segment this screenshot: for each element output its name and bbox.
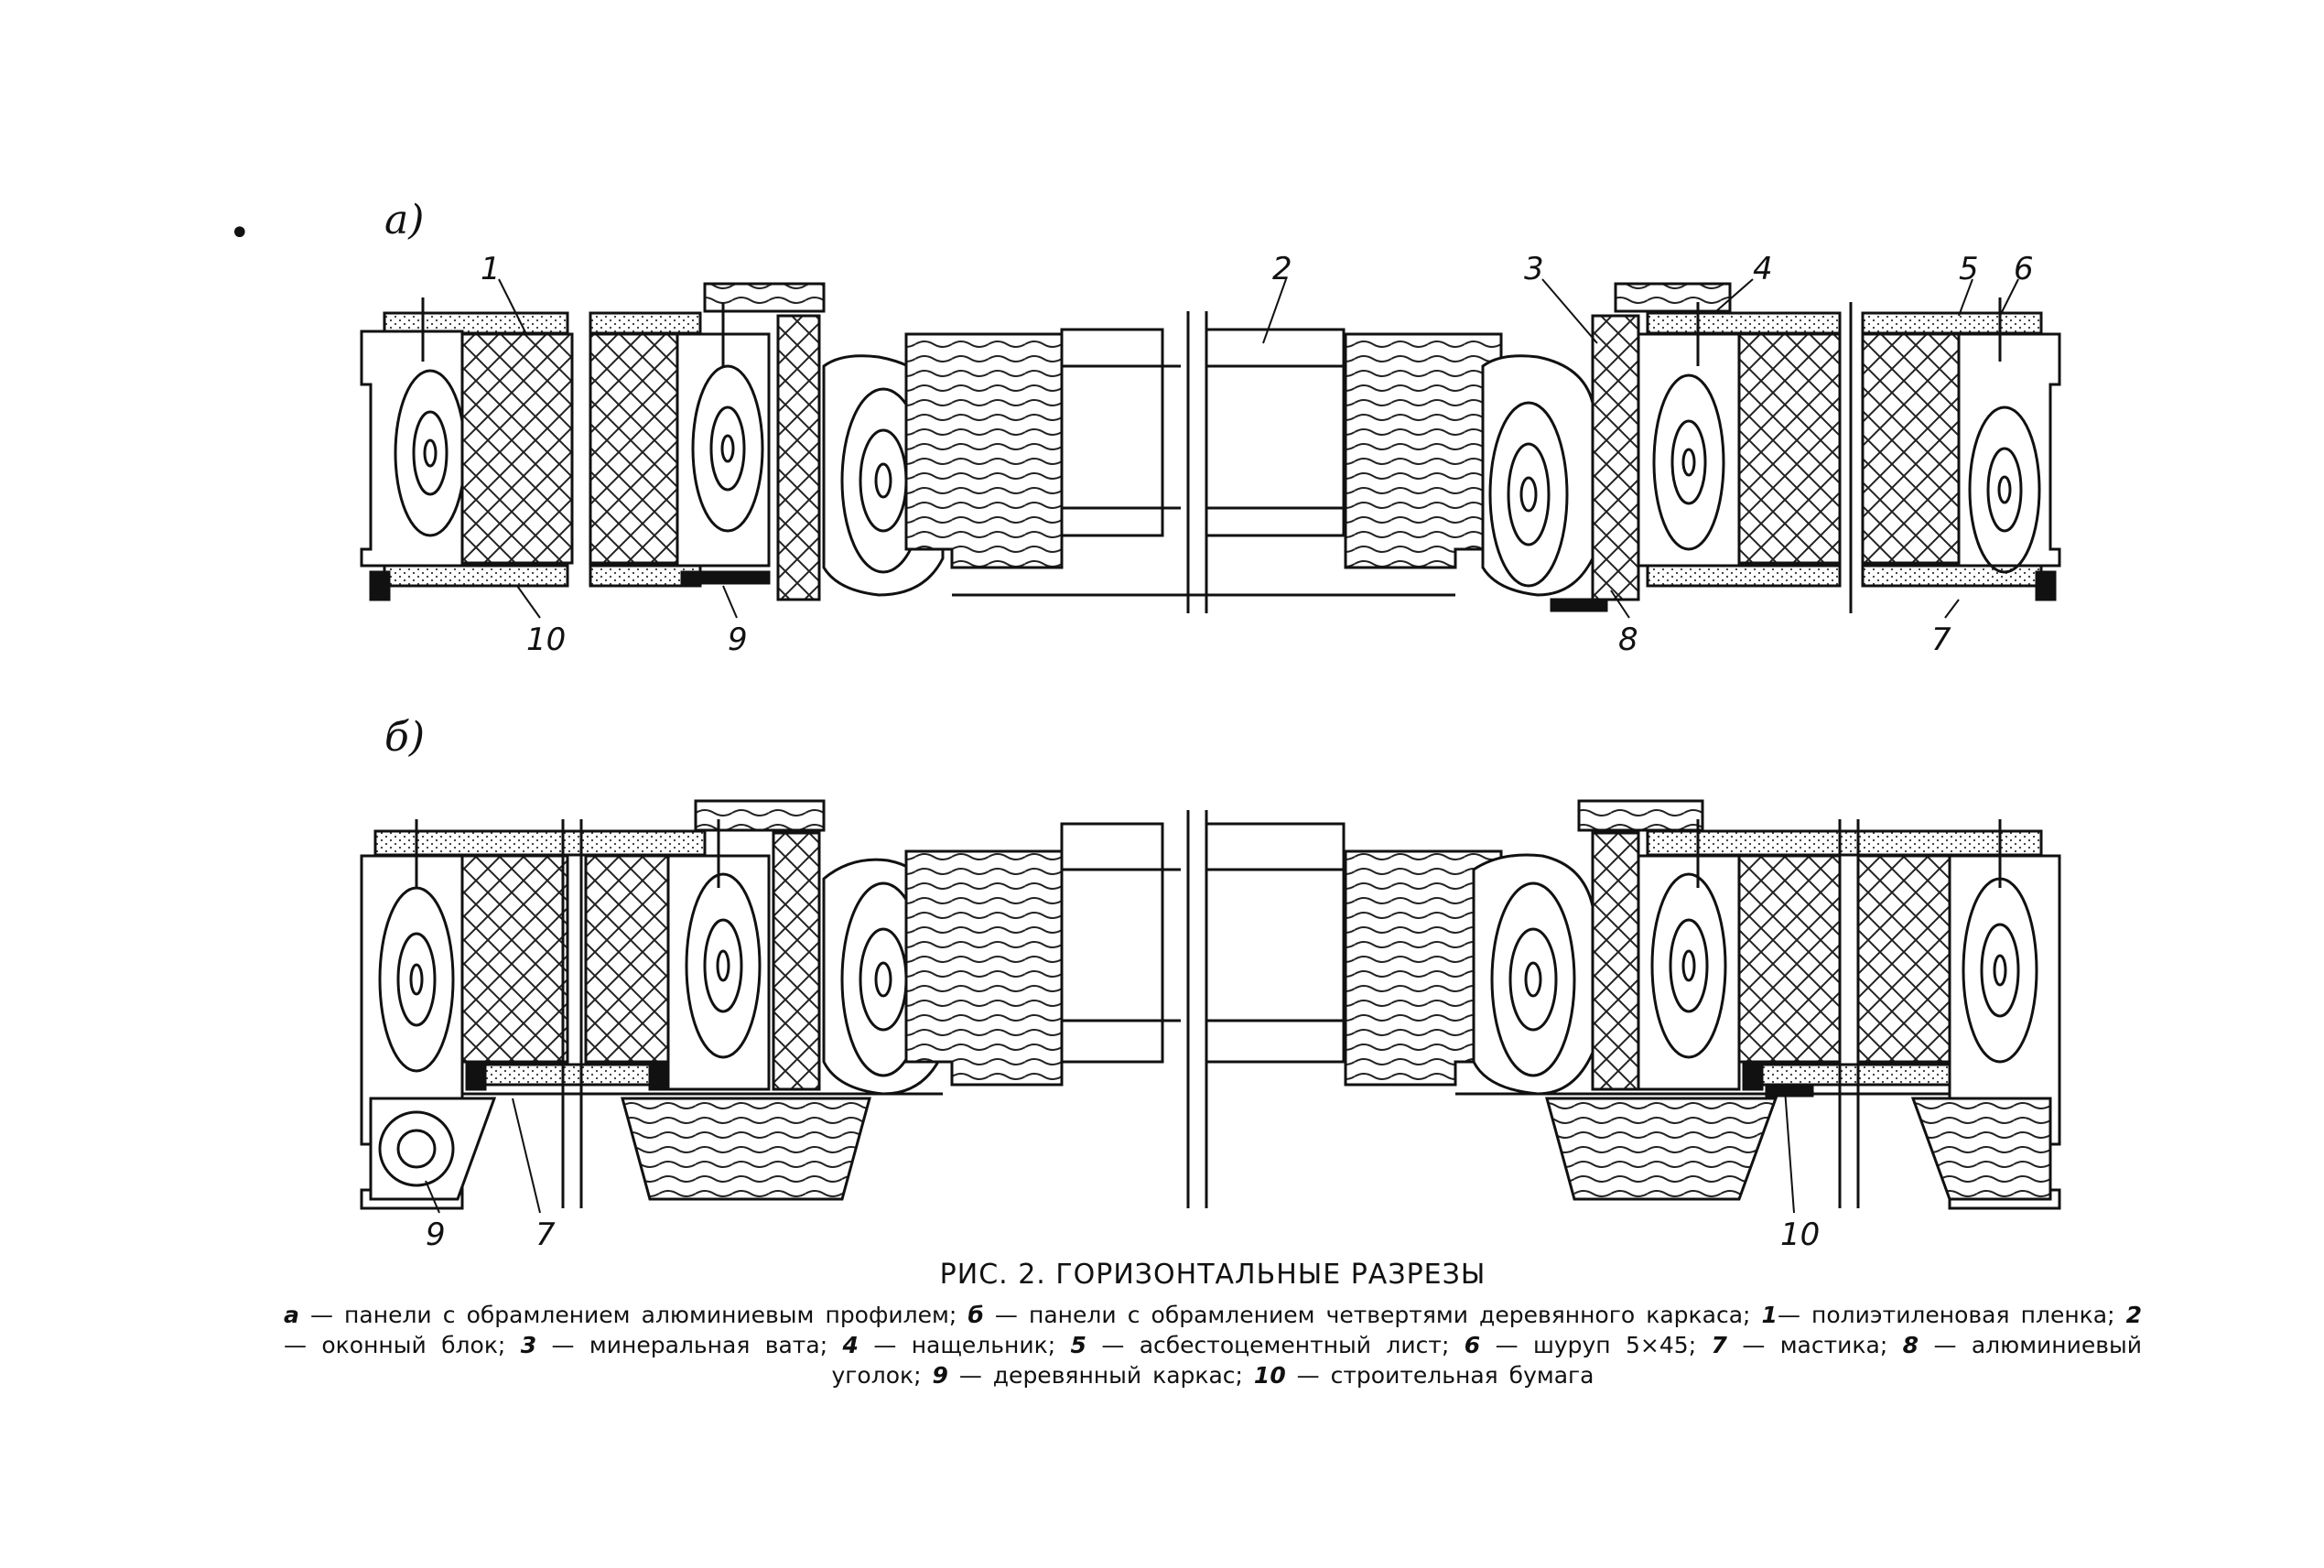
- panel-a-left-group: [360, 282, 945, 601]
- mineral-wool: [776, 314, 821, 601]
- panel-b-left-group: [360, 799, 945, 1210]
- panel-b-leaders: [425, 1088, 1795, 1214]
- callout-9: 9: [426, 1217, 446, 1253]
- callout-5: 5: [1959, 251, 1979, 287]
- panel-b-right-group: [1455, 799, 2061, 1210]
- legend-item-1: 1— полиэтиленовая пленка;: [1761, 1302, 2115, 1328]
- callout-10: 10: [1780, 1217, 1820, 1253]
- figure-caption: РИС. 2. ГОРИЗОНТАЛЬНЫЕ РАЗРЕЗЫ а — панел…: [284, 1259, 2142, 1390]
- batten-strip: [1577, 799, 1704, 832]
- mineral-wool: [460, 332, 574, 565]
- asbestos-sheet-top: [1646, 311, 1842, 335]
- mastic: [465, 1065, 487, 1091]
- asbestos-sheet-bottom: [383, 564, 569, 588]
- alu-profile: [1550, 598, 1608, 612]
- legend-item-3: 3 — минеральная вата;: [520, 1332, 828, 1358]
- mastic: [1742, 1065, 1764, 1091]
- panel-a: а): [360, 197, 2061, 658]
- panel-b-letter: б): [384, 714, 425, 761]
- callout-6: 6: [2014, 251, 2034, 287]
- batten-strip: [1614, 282, 1732, 313]
- alu-profile: [680, 570, 771, 585]
- mineral-wool: [1856, 854, 1951, 1064]
- batten-strip: [703, 282, 826, 313]
- mineral-wool: [1737, 332, 1842, 565]
- legend-item-9: 9 — деревянный каркас;: [932, 1362, 1243, 1389]
- wood-frame-quarter: [369, 1097, 497, 1201]
- asbestos-sheet-top: [1646, 829, 2043, 857]
- legend-item-5: 5 — асбестоцементный лист;: [1070, 1332, 1450, 1358]
- panel-a-right-group: [1481, 282, 2061, 613]
- callout-8: 8: [1618, 622, 1638, 658]
- window-block-b: [904, 810, 1503, 1208]
- window-block-a: [904, 311, 1503, 613]
- legend-item-4: 4 — нащельник;: [842, 1332, 1056, 1358]
- asbestos-sheet-top: [373, 829, 707, 857]
- mineral-wool: [460, 854, 569, 1064]
- mineral-wool: [1861, 332, 1965, 565]
- mineral-wool: [584, 854, 670, 1064]
- callout-1: 1: [481, 251, 501, 287]
- asbestos-sheet-bottom: [465, 1063, 670, 1087]
- asbestos-sheet-bottom: [1742, 1063, 1951, 1087]
- window-sash: [904, 332, 1064, 569]
- asbestos-sheet-bottom: [1646, 564, 1842, 588]
- batten-strip: [694, 799, 826, 832]
- legend-item-8: 8 — алюминиевый уголок;: [831, 1332, 2142, 1389]
- legend-item-10: 10 — строительная бумага: [1253, 1362, 1594, 1389]
- alu-profile: [369, 570, 391, 601]
- glass-pane: [1205, 822, 1346, 1064]
- asbestos-sheet-top: [589, 311, 702, 335]
- glass-pane: [1205, 328, 1346, 537]
- caption-title: РИС. 2. ГОРИЗОНТАЛЬНЫЕ РАЗРЕЗЫ: [939, 1259, 1486, 1291]
- panel-a-leaders: [498, 278, 2019, 619]
- wood-frame-quarter: [1910, 1097, 2052, 1201]
- legend-item-6: 6 — шуруп 5×45;: [1464, 1332, 1697, 1358]
- mineral-wool: [1591, 314, 1640, 601]
- mineral-wool: [589, 332, 679, 565]
- window-sash: [1344, 332, 1503, 569]
- panel-b: б): [360, 714, 2061, 1253]
- wood-frame-quarter: [621, 1097, 871, 1201]
- callout-9: 9: [728, 622, 748, 658]
- alu-profile: [2035, 570, 2057, 601]
- wood-frame-quarter: [1545, 1097, 1778, 1201]
- asbestos-sheet-top: [1861, 311, 2043, 335]
- callout-7: 7: [535, 1217, 556, 1253]
- callout-10: 10: [526, 622, 566, 658]
- stray-mark: •: [229, 212, 251, 254]
- legend-item-b: б — панели с обрамлением четвертями дере…: [967, 1302, 1751, 1328]
- glass-pane: [1060, 822, 1164, 1064]
- caption-legend: а — панели с обрамлением алюминиевым про…: [284, 1300, 2142, 1390]
- large-log: [1481, 354, 1594, 597]
- legend-item-a: а — панели с обрамлением алюминиевым про…: [284, 1302, 957, 1328]
- callout-4: 4: [1753, 251, 1773, 287]
- window-sash: [904, 849, 1064, 1087]
- window-sash: [1344, 849, 1503, 1087]
- callout-3: 3: [1524, 251, 1544, 287]
- panel-a-letter: а): [384, 197, 424, 243]
- mineral-wool: [1737, 854, 1842, 1064]
- legend-item-2: 2 — оконный блок;: [284, 1302, 2143, 1358]
- mineral-wool: [1591, 831, 1640, 1091]
- mastic: [648, 1065, 670, 1091]
- callout-7: 7: [1931, 622, 1951, 658]
- legend-item-7: 7 — мастика;: [1711, 1332, 1888, 1358]
- mineral-wool: [772, 831, 821, 1091]
- callout-2: 2: [1272, 251, 1292, 287]
- glass-pane: [1060, 328, 1164, 537]
